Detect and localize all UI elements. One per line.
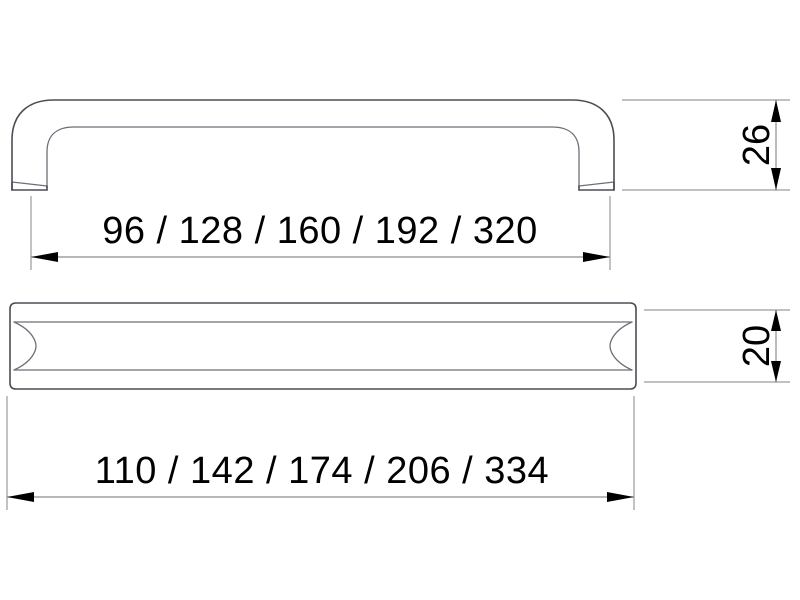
bar-width-label: 20 (736, 325, 778, 367)
overall-length-label: 110 / 142 / 174 / 206 / 334 (95, 450, 549, 492)
right-end-waist-curve (609, 321, 633, 371)
handle-outer-profile (11, 99, 615, 191)
projection-height-dimension: 26 (622, 99, 790, 191)
overall-length-dimension: 110 / 142 / 174 / 206 / 334 (6, 396, 635, 510)
bar-width-arrow-up-icon (771, 310, 781, 331)
center-distance-label: 96 / 128 / 160 / 192 / 320 (102, 210, 538, 252)
bar-outer-profile (9, 302, 637, 390)
center-distance-arrow-left-icon (31, 252, 58, 262)
right-foot-top-edge (578, 181, 615, 187)
left-end-waist-curve (13, 321, 37, 371)
left-foot-top-edge (11, 181, 48, 187)
overall-length-arrow-right-icon (607, 492, 634, 502)
proj-height-label: 26 (736, 124, 778, 166)
center-distance-arrow-right-icon (583, 252, 610, 262)
center-distance-dimension: 96 / 128 / 160 / 192 / 320 (30, 196, 611, 270)
front-elevation-view (9, 302, 637, 390)
handle-inner-profile (46, 126, 580, 189)
bar-width-arrow-down-icon (771, 361, 781, 382)
side-elevation-view (11, 99, 615, 191)
overall-length-arrow-left-icon (7, 492, 34, 502)
proj-height-arrow-down-icon (771, 168, 781, 190)
bar-width-dimension: 20 (644, 309, 790, 383)
proj-height-arrow-up-icon (771, 100, 781, 122)
